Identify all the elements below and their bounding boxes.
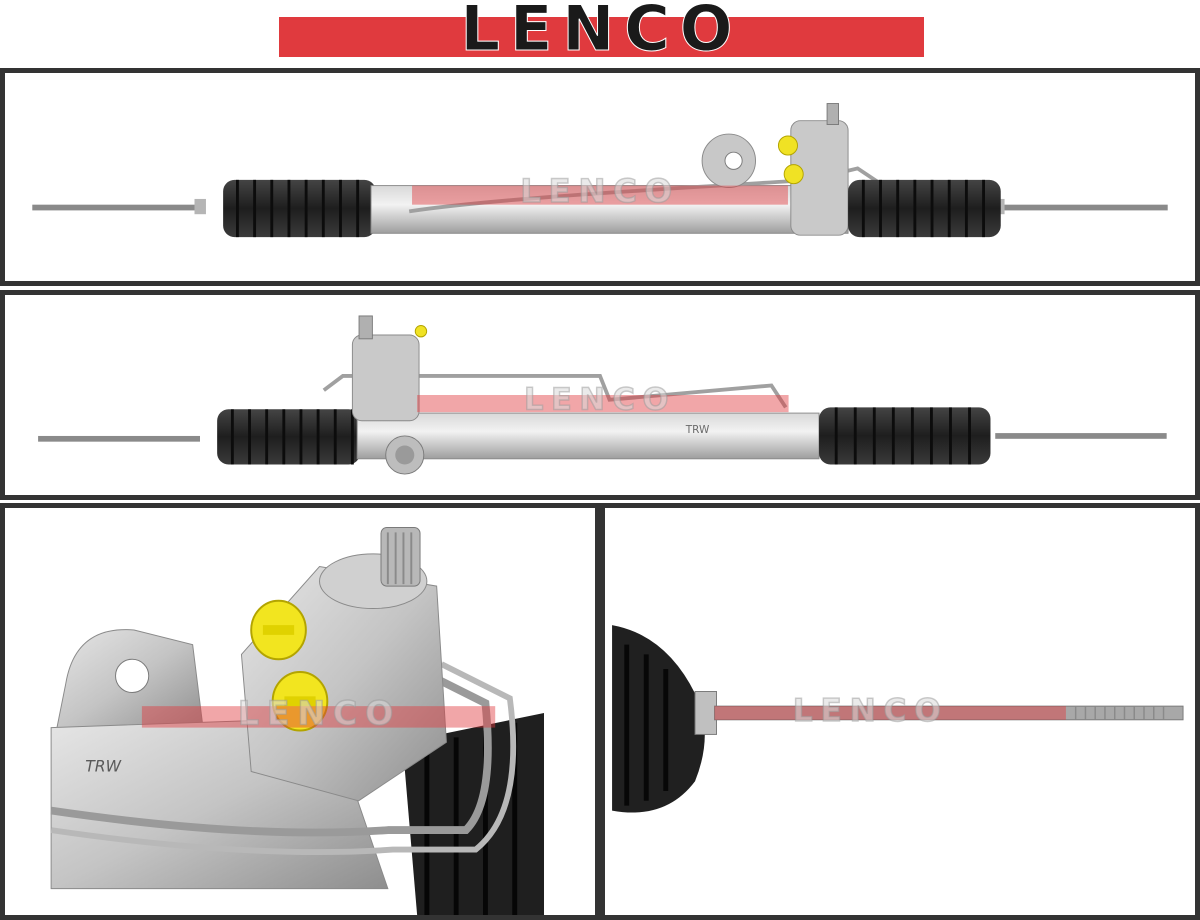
watermark: LENCO	[238, 694, 401, 733]
yellow-port-cap-icon	[250, 599, 307, 661]
tie-rod-left	[32, 204, 200, 211]
tie-rod	[714, 705, 1184, 721]
tie-rod-right	[1000, 204, 1168, 211]
valve-housing	[351, 315, 428, 422]
housing-marking: TRW	[685, 424, 710, 436]
watermark: LENCO	[520, 172, 680, 210]
bellows-boot-right	[848, 179, 1001, 238]
photo-panel-rack-rear: TRW LENCO	[0, 290, 1200, 500]
yellow-port-cap-icon	[777, 135, 798, 156]
tie-rod-left	[38, 435, 200, 442]
watermark: LENCO	[793, 693, 949, 729]
bellows-boot-right	[819, 407, 991, 465]
input-shaft	[380, 527, 421, 587]
housing-marking: TRW	[85, 758, 121, 776]
bellows-boot-left	[217, 409, 360, 465]
brand-logo-bar	[279, 17, 924, 57]
photo-panel-tie-rod-closeup: LENCO	[600, 503, 1200, 920]
watermark-bar	[412, 185, 788, 205]
yellow-port-cap-icon	[783, 164, 804, 185]
brand-logo: LENCO	[460, 0, 743, 65]
hydraulic-line	[322, 374, 788, 409]
watermark: LENCO	[524, 382, 676, 417]
hydraulic-line	[50, 661, 517, 855]
valve-housing	[777, 103, 849, 236]
tie-rod-closeup-illustration: LENCO	[612, 625, 1184, 813]
watermark-bar	[141, 706, 496, 728]
yellow-port-cap-icon	[271, 670, 329, 732]
watermark-bar	[417, 395, 789, 413]
photo-panel-valve-closeup: TRW LENCO	[0, 503, 600, 920]
bellows-boot	[612, 625, 705, 813]
bellows-boot-left	[223, 179, 376, 238]
tie-rod-right	[995, 433, 1167, 439]
rack-housing	[357, 413, 820, 459]
valve-closeup-illustration: TRW LENCO	[50, 527, 545, 915]
watermark-bar	[714, 706, 1066, 720]
lock-nut	[694, 691, 717, 735]
yellow-port-cap-icon	[414, 325, 428, 338]
rack-front-illustration: LENCO	[32, 103, 1168, 238]
hydraulic-line	[50, 670, 492, 837]
rack-rear-illustration: TRW LENCO	[38, 315, 1167, 475]
photo-panel-rack-front: LENCO	[0, 68, 1200, 286]
